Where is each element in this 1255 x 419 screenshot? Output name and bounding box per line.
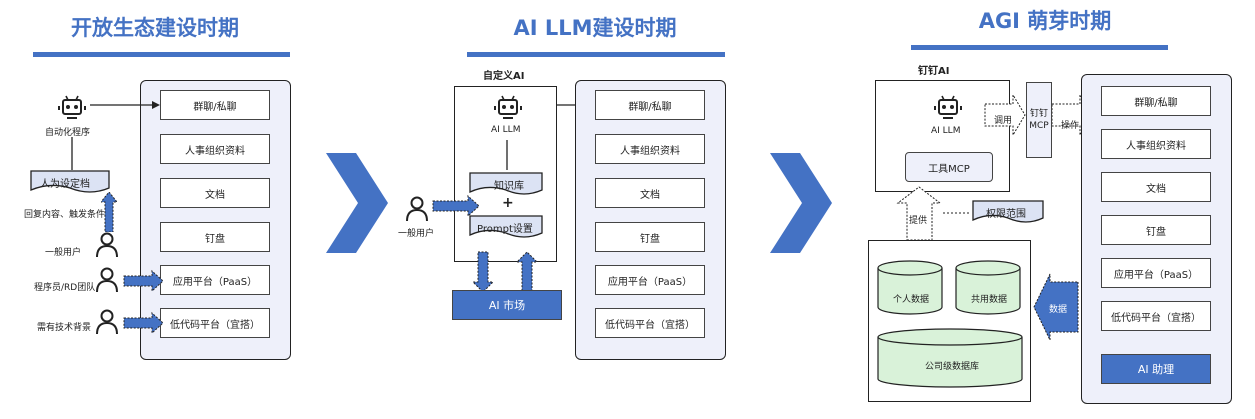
s3-item-paas: 应用平台（PaaS） (1101, 258, 1211, 288)
permission-label: 权限范围 (986, 209, 1026, 220)
section-title-3: AGI 萌芽时期 (978, 9, 1112, 33)
dingtalk-mcp-box: 钉钉 MCP (1026, 82, 1052, 158)
config-doc-label: 人为设定档 (40, 179, 90, 190)
s1-item-docs: 文档 (160, 178, 270, 208)
ai-market-box: AI 市场 (452, 290, 562, 320)
s2-item-drive: 钉盘 (595, 222, 705, 252)
user-icon (95, 267, 119, 293)
transition-arrow-2 (770, 153, 832, 253)
robot-icon (493, 94, 523, 122)
section-underline-2 (467, 52, 725, 57)
s3-item-docs: 文档 (1101, 172, 1211, 202)
s1-item-hr: 人事组织资料 (160, 134, 270, 164)
s1-item-paas: 应用平台（PaaS） (160, 265, 270, 295)
db-personal (877, 260, 943, 315)
db-personal-label: 个人数据 (893, 295, 930, 305)
bot-label: 自动化程序 (45, 128, 91, 138)
s2-item-paas: 应用平台（PaaS） (595, 265, 705, 295)
operate-label: 操作 (1061, 121, 1080, 131)
s1-item-drive: 钉盘 (160, 222, 270, 252)
user-icon (95, 232, 119, 258)
db-company (877, 328, 1023, 388)
db-shared-label: 共用数据 (971, 295, 1008, 305)
section-underline-3 (911, 45, 1168, 50)
user-label-general: 一般用户 (45, 248, 82, 258)
custom-ai-label: 自定义AI (483, 71, 525, 82)
section-title-2: AI LLM建设时期 (513, 16, 677, 40)
ai-llm-label: AI LLM (491, 125, 521, 135)
s3-item-chat: 群聊/私聊 (1101, 86, 1211, 116)
user-icon (405, 196, 429, 222)
kb-doc (469, 172, 543, 196)
user-label-dev: 程序员/RD团队 (34, 283, 96, 293)
plus-sign: + (502, 195, 514, 211)
s2-user-label: 一般用户 (398, 229, 435, 239)
prompt-doc (469, 215, 543, 239)
config-doc (30, 170, 110, 194)
s3-item-hr: 人事组织资料 (1101, 129, 1211, 159)
invoke-label: 调用 (994, 116, 1013, 126)
data-arrow-label: 数据 (1049, 305, 1068, 315)
dingtalk-ai-label: 钉钉AI (918, 66, 950, 77)
section-title-1: 开放生态建设时期 (71, 16, 239, 40)
s2-item-docs: 文档 (595, 178, 705, 208)
section-underline-1 (33, 52, 290, 57)
s2-item-chat: 群聊/私聊 (595, 90, 705, 120)
robot-icon (933, 94, 963, 122)
s3-item-drive: 钉盘 (1101, 215, 1211, 245)
permission-doc (972, 200, 1044, 224)
trigger-label: 回复内容、触发条件 (24, 210, 106, 220)
transition-arrow-1 (326, 153, 388, 253)
s1-item-lowcode: 低代码平台（宜搭） (160, 308, 270, 338)
prompt-label: Prompt设置 (477, 224, 533, 235)
s3-item-lowcode: 低代码平台（宜搭） (1101, 301, 1211, 331)
robot-icon (57, 94, 87, 122)
user-icon (95, 309, 119, 335)
db-company-label: 公司级数据库 (925, 362, 980, 372)
provide-label: 提供 (909, 216, 928, 226)
s3-ai-llm-label: AI LLM (931, 126, 961, 136)
s2-item-lowcode: 低代码平台（宜搭） (595, 308, 705, 338)
s1-item-chat: 群聊/私聊 (160, 90, 270, 120)
s3-item-ai-assistant: AI 助理 (1101, 354, 1211, 384)
tool-mcp-box: 工具MCP (905, 152, 993, 182)
up-dashed-arrow (101, 192, 117, 232)
db-shared (955, 260, 1021, 315)
kb-label: 知识库 (494, 181, 524, 192)
s2-item-hr: 人事组织资料 (595, 134, 705, 164)
user-label-tech: 需有技术背景 (37, 323, 92, 333)
